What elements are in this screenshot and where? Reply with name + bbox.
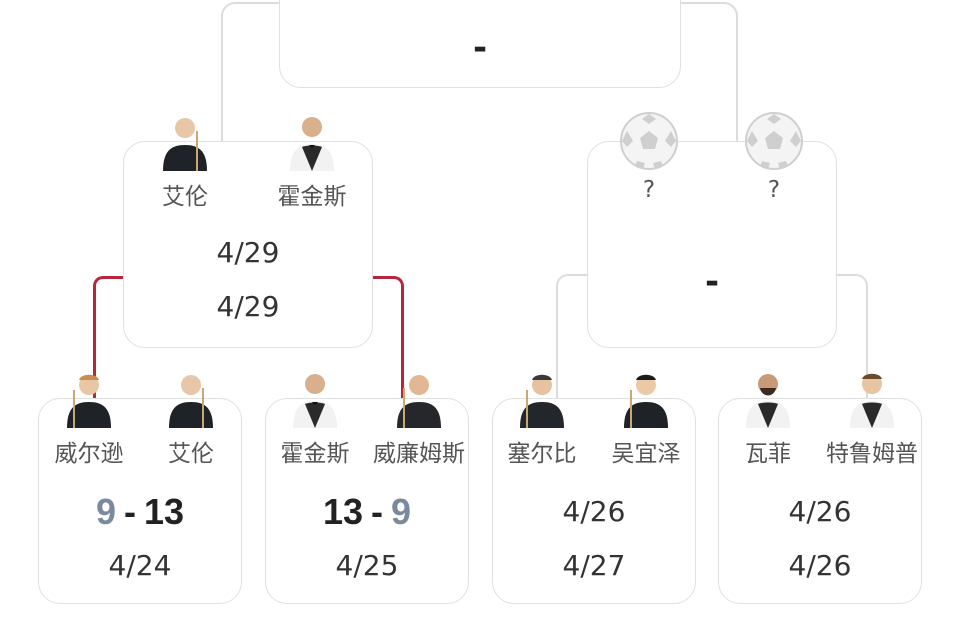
match-date: 4/26 <box>788 549 852 582</box>
player-photo <box>397 375 441 428</box>
player-name: 瓦菲 <box>745 441 791 467</box>
player-name: 霍金斯 <box>277 184 347 210</box>
player-name: 艾伦 <box>162 184 208 210</box>
score-winner: 13 <box>143 491 185 532</box>
match-card-quarterfinal-3[interactable]: 4/26 4/27 <box>492 398 696 604</box>
match-score: 13-9 <box>266 491 468 533</box>
connector-winner-left <box>93 276 124 404</box>
player-slot[interactable]: 吴宜泽 <box>591 368 701 468</box>
connector-final-left <box>221 2 281 142</box>
score-loser: 9 <box>95 491 116 532</box>
player-slot[interactable]: 威廉姆斯 <box>364 368 474 468</box>
player-photo <box>293 374 337 428</box>
player-slot[interactable]: 霍金斯 <box>260 368 370 468</box>
player-photo <box>850 373 894 428</box>
player-slot[interactable]: 威尔逊 <box>34 368 144 468</box>
score-loser: 9 <box>391 491 412 532</box>
match-date: 4/29 <box>216 236 280 269</box>
score-separator: - <box>123 491 136 532</box>
player-name: 威廉姆斯 <box>373 441 465 467</box>
connector-winner-right <box>372 276 404 404</box>
player-photo <box>67 374 111 428</box>
player-name: 塞尔比 <box>507 441 577 467</box>
player-photo <box>290 117 334 171</box>
match-result: - <box>704 262 720 302</box>
connector-final-right <box>680 2 738 142</box>
soccer-ball-icon <box>620 112 678 170</box>
match-card-quarterfinal-1[interactable]: 9-13 4/24 <box>38 398 242 604</box>
player-slot[interactable]: 特鲁姆普 <box>817 368 927 468</box>
player-name: ? <box>767 177 781 203</box>
player-photo <box>520 374 564 428</box>
score-winner: 13 <box>322 491 363 532</box>
player-photo <box>624 374 668 428</box>
match-date: 4/26 <box>562 495 626 528</box>
player-name: 威尔逊 <box>54 441 124 467</box>
player-slot[interactable]: ? <box>594 111 704 203</box>
match-card-quarterfinal-4[interactable]: 4/26 4/26 <box>718 398 922 604</box>
player-slot[interactable]: 塞尔比 <box>487 368 597 468</box>
match-date: 4/24 <box>108 549 172 582</box>
connector-semi2-right <box>836 274 868 402</box>
match-card-semifinal-2[interactable]: - <box>587 141 837 348</box>
player-name: 艾伦 <box>168 441 214 467</box>
match-date: 4/27 <box>562 549 626 582</box>
player-slot[interactable]: ? <box>719 111 829 203</box>
match-card-final[interactable]: - <box>279 0 681 88</box>
player-photo <box>746 374 790 428</box>
match-score: 9-13 <box>39 491 241 533</box>
player-name: 特鲁姆普 <box>826 441 918 467</box>
player-slot[interactable]: 艾伦 <box>130 111 240 211</box>
soccer-ball-icon <box>745 112 803 170</box>
player-name: 霍金斯 <box>280 441 350 467</box>
player-name: 吴宜泽 <box>611 441 681 467</box>
match-date: 4/29 <box>216 290 280 323</box>
match-card-quarterfinal-2[interactable]: 13-9 4/25 <box>265 398 469 604</box>
player-name: ? <box>642 177 656 203</box>
match-date: 4/25 <box>335 549 399 582</box>
player-photo <box>169 375 213 428</box>
match-date: 4/26 <box>788 495 852 528</box>
player-slot[interactable]: 瓦菲 <box>713 368 823 468</box>
player-slot[interactable]: 霍金斯 <box>257 111 367 211</box>
final-result: - <box>472 28 488 68</box>
player-photo <box>163 118 207 171</box>
connector-semi2-left <box>556 274 588 402</box>
score-separator: - <box>371 491 383 532</box>
player-slot[interactable]: 艾伦 <box>136 368 246 468</box>
match-card-semifinal-1[interactable]: 4/29 4/29 <box>123 141 373 348</box>
